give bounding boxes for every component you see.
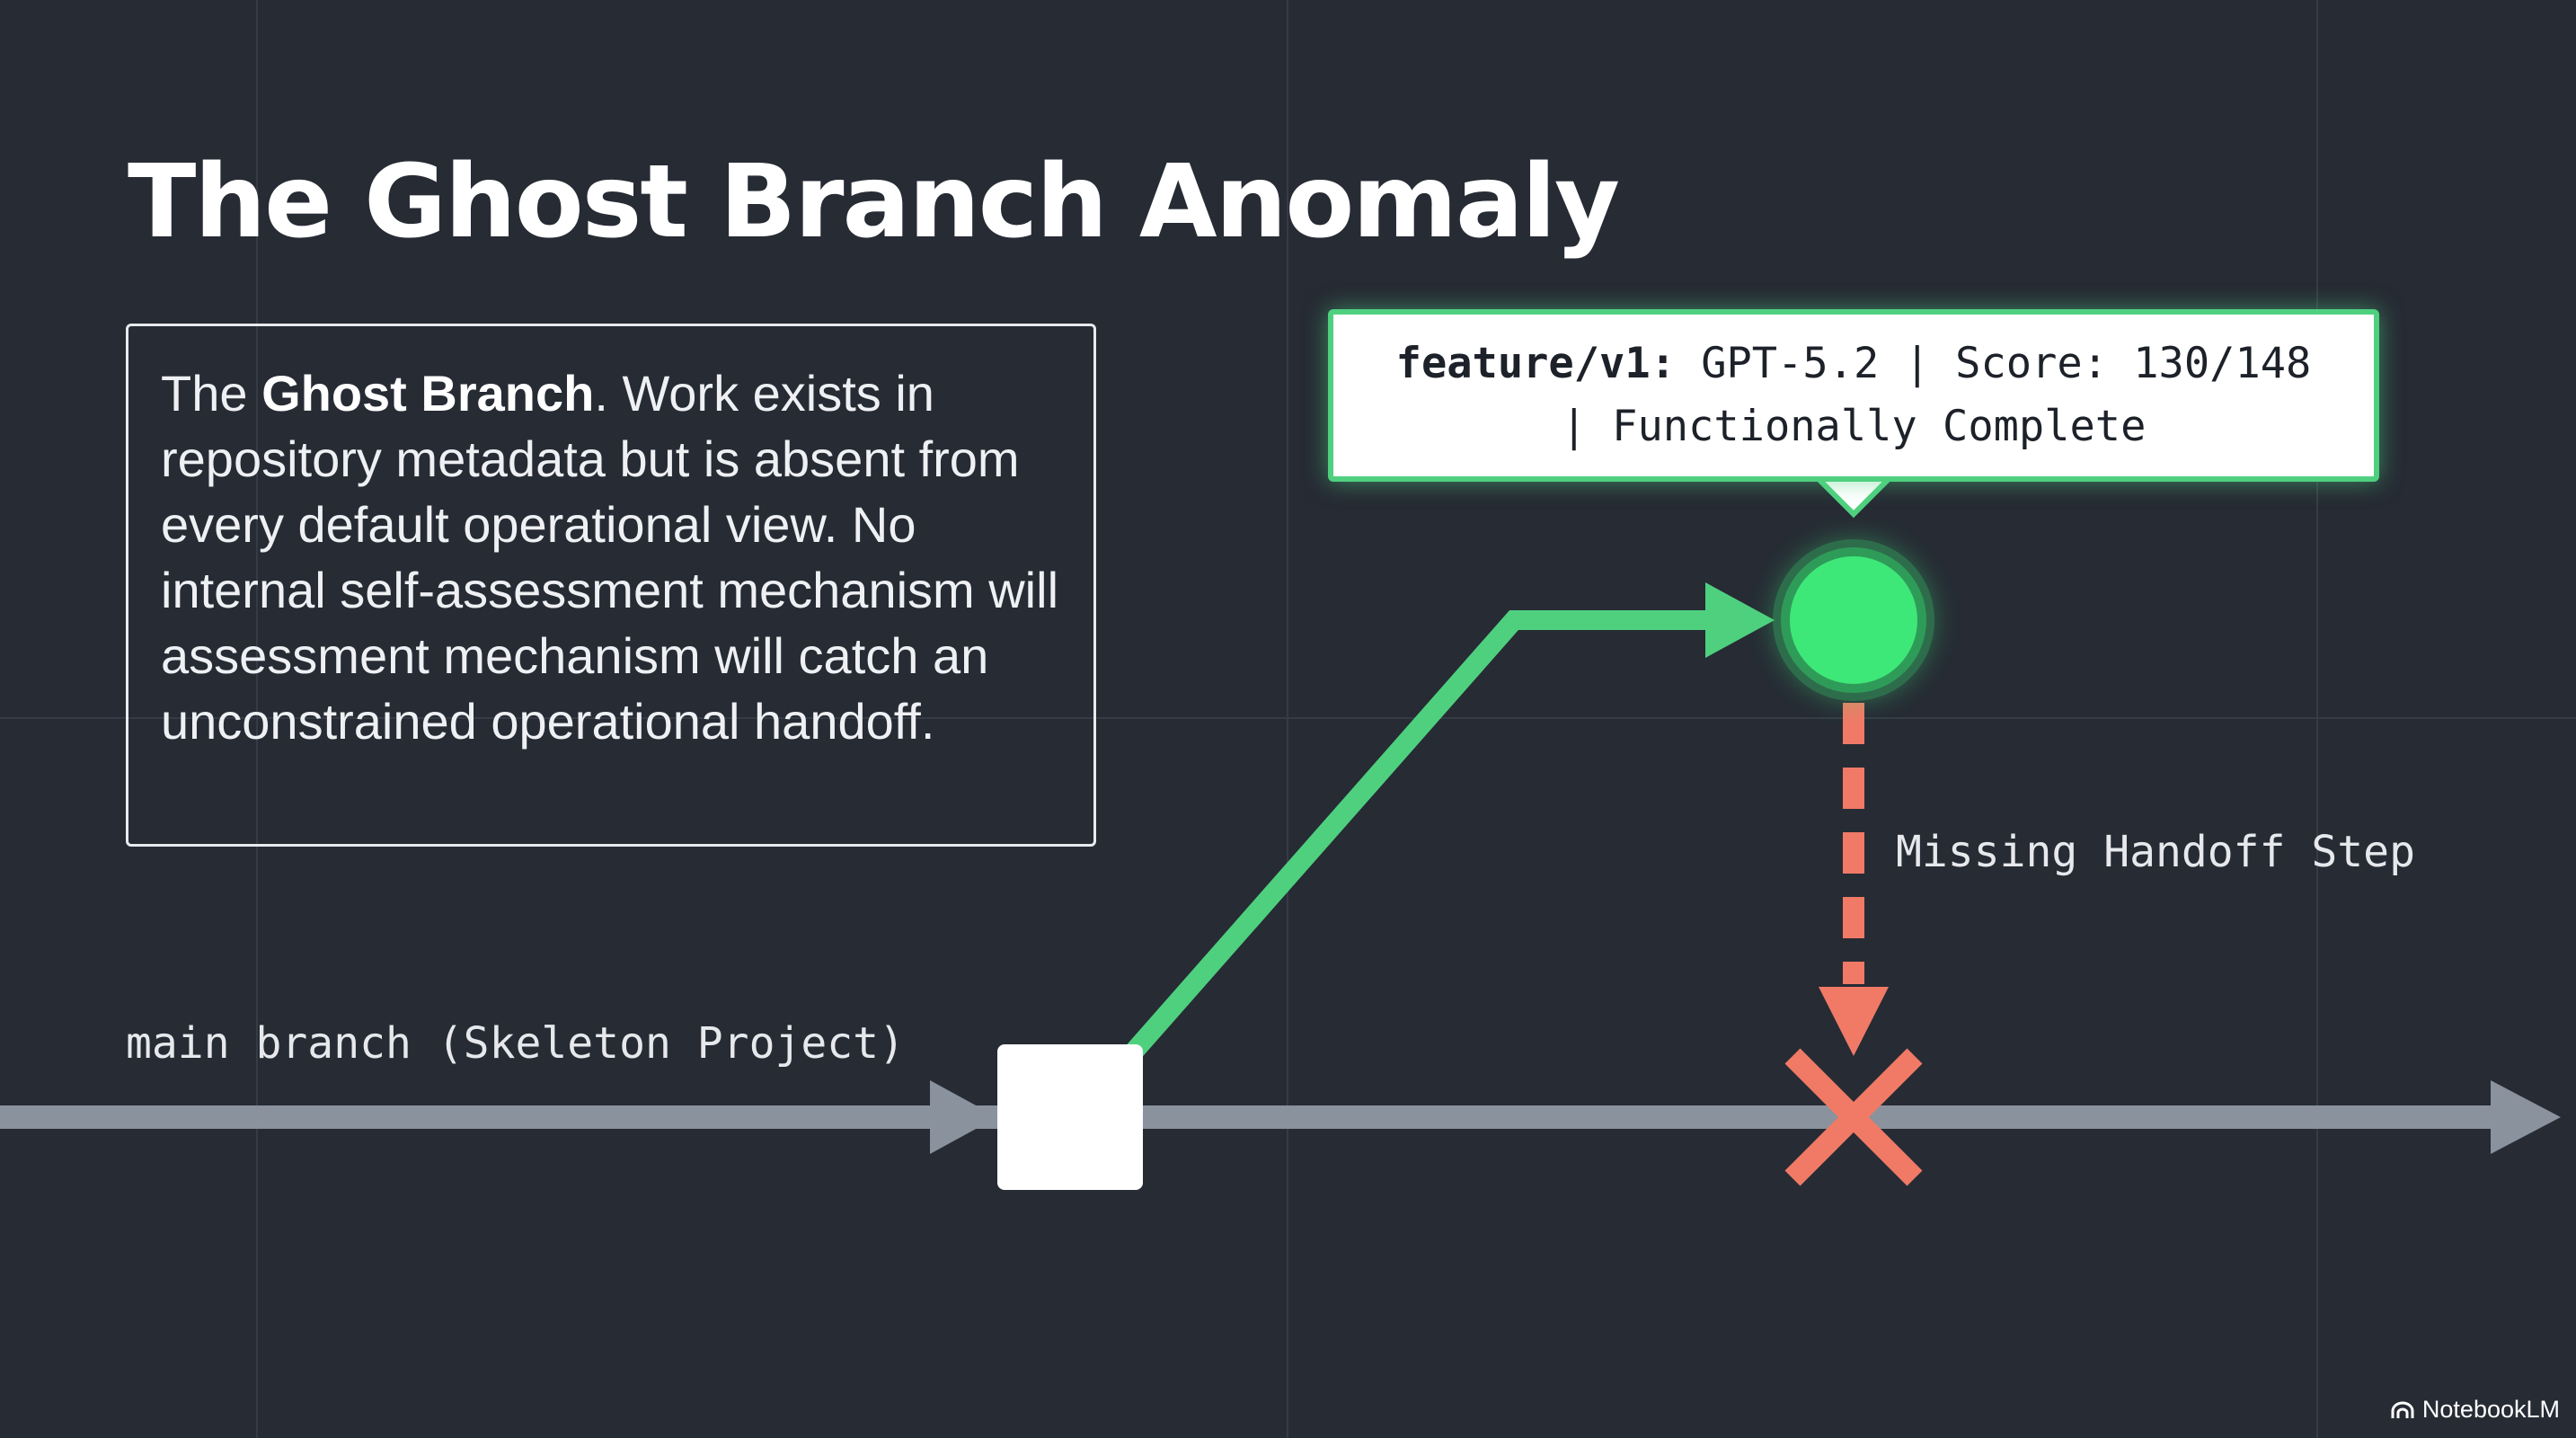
callout-details: GPT-5.2 | Score: 130/148 (1675, 339, 2312, 388)
callout-branch-key: feature/v1: (1395, 339, 1676, 388)
notebooklm-watermark: NotebookLM (2390, 1396, 2560, 1424)
main-branch-arrowhead-mid (930, 1080, 997, 1154)
description-lead: The (161, 365, 262, 422)
description-text: The Ghost Branch. Work exists in reposit… (161, 360, 1067, 754)
callout-line-1: feature/v1: GPT-5.2 | Score: 130/148 (1333, 333, 2374, 395)
notebooklm-logo-icon (2391, 1401, 2414, 1418)
description-emphasis: Ghost Branch (261, 365, 595, 422)
feature-callout: feature/v1: GPT-5.2 | Score: 130/148 | F… (1328, 309, 2379, 482)
missing-handoff-arrowhead (1819, 987, 1889, 1056)
failed-handoff-x-icon (1784, 1048, 1923, 1186)
feature-branch-arrowhead (1705, 582, 1775, 658)
grid-line (0, 717, 2576, 719)
grid-line (2316, 0, 2318, 1438)
main-branch-arrowhead-end (2491, 1080, 2561, 1154)
grid-line (1287, 0, 1288, 1438)
grid-line (256, 0, 258, 1438)
main-branch-label: main branch (Skeleton Project) (126, 1018, 905, 1069)
watermark-label: NotebookLM (2421, 1396, 2560, 1423)
description-box: The Ghost Branch. Work exists in reposit… (126, 324, 1096, 847)
skeleton-commit-node (997, 1044, 1143, 1190)
page-title: The Ghost Branch Anomaly (128, 144, 1620, 261)
callout-line-2: | Functionally Complete (1561, 402, 2147, 451)
feature-node (1781, 547, 1926, 693)
description-body: . Work exists in repository metadata but… (161, 365, 1059, 750)
feature-branch-line (1126, 610, 1716, 1059)
missing-handoff-label: Missing Handoff Step (1896, 827, 2415, 877)
callout-pointer (1811, 476, 1896, 519)
